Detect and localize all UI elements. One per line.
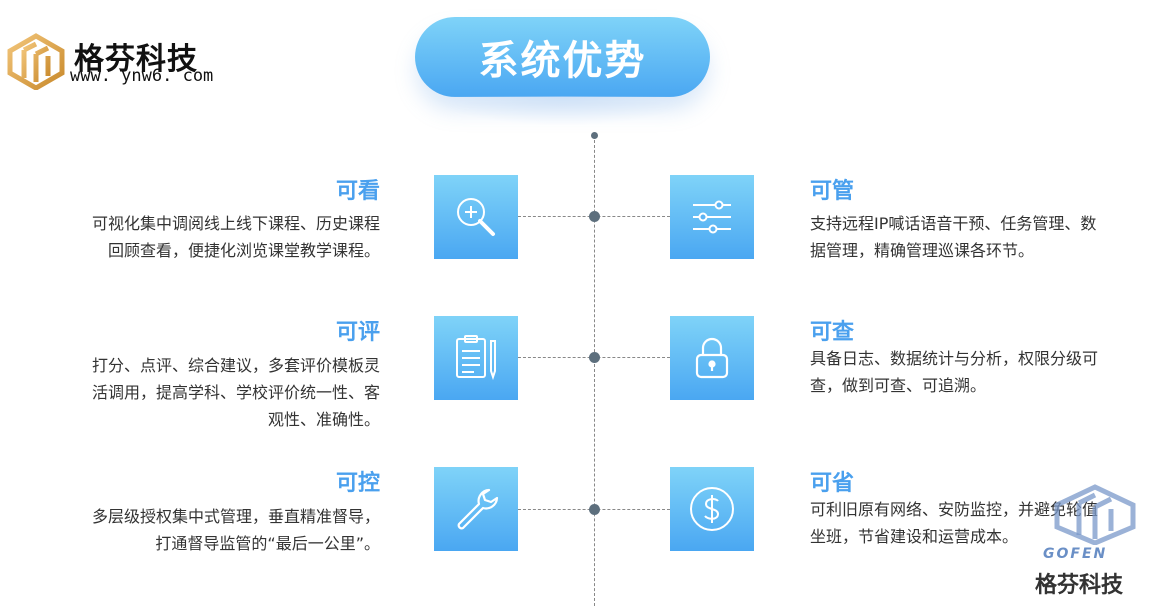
watermark-chinese: 格芬科技 [1035,573,1124,598]
feature-icon-box-save [670,467,754,551]
wrench-icon [457,488,499,530]
timeline-node-2 [589,352,600,363]
brand-url: www. ynw6. com [70,66,214,86]
sliders-icon [693,200,731,234]
watermark-english: GOFEN [1043,546,1108,562]
feature-desc-review: 打分、点评、综合建议，多套评价模板灵 活调用，提高学科、学校评价统一性、客 观性… [40,352,380,433]
feature-desc-line: 多层级授权集中式管理，垂直精准督导， [91,507,380,526]
feature-desc-line: 支持远程IP喊话语音干预、任务管理、数 [810,214,1097,233]
section-title: 系统优势 [415,17,710,97]
brand-name: 格芬科技 [74,42,198,77]
feature-icon-box-review [434,316,518,400]
magnifier-plus-icon [457,198,495,236]
watermark-logo: GOFEN 格芬科技 [1035,483,1150,603]
feature-desc-control: 多层级授权集中式管理，垂直精准督导， 打通督导监管的“最后一公里”。 [40,503,380,557]
feature-desc-view: 可视化集中调阅线上线下课程、历史课程 回顾查看，便捷化浏览课堂教学课程。 [40,210,380,264]
dollar-coin-icon [690,487,734,531]
feature-desc-line: 打分、点评、综合建议，多套评价模板灵 [91,356,380,375]
feature-desc-line: 查，做到可查、可追溯。 [810,376,987,395]
watermark-logo-icon [1054,484,1136,545]
brand-logo: 格芬科技 www. ynw6. com [2,28,242,98]
feature-desc-line: 打通督导监管的“最后一公里”。 [155,534,380,553]
feature-icon-box-control [434,467,518,551]
feature-title-save: 可省 [810,471,855,496]
feature-icon-box-audit [670,316,754,400]
feature-title-review: 可评 [335,320,380,345]
feature-desc-line: 具备日志、数据统计与分析，权限分级可 [810,349,1099,368]
feature-title-control: 可控 [335,471,380,496]
feature-desc-line: 坐班，节省建设和运营成本。 [810,527,1019,546]
feature-desc-line: 回顾查看，便捷化浏览课堂教学课程。 [107,241,380,260]
timeline-start-dot [591,132,598,139]
timeline-node-1 [589,211,600,222]
feature-desc-line: 据管理，精确管理巡课各环节。 [810,241,1035,260]
brand-logo-icon [7,33,65,90]
feature-title-view: 可看 [335,179,380,204]
padlock-icon [695,337,729,379]
feature-desc-manage: 支持远程IP喊话语音干预、任务管理、数 据管理，精确管理巡课各环节。 [810,210,1145,264]
title-glow [430,96,695,126]
feature-desc-audit: 具备日志、数据统计与分析，权限分级可 查，做到可查、可追溯。 [810,345,1145,399]
timeline-node-3 [589,504,600,515]
feature-icon-box-view [434,175,518,259]
feature-desc-line: 观性、准确性。 [267,410,380,429]
feature-desc-line: 活调用，提高学科、学校评价统一性、客 [91,383,380,402]
feature-title-audit: 可查 [810,320,855,345]
feature-desc-save: 可利旧原有网络、安防监控，并避免轮值 坐班，节省建设和运营成本。 [810,496,1145,550]
feature-desc-line: 可利旧原有网络、安防监控，并避免轮值 [810,500,1099,519]
feature-icon-box-manage [670,175,754,259]
feature-title-manage: 可管 [810,179,855,204]
timeline-line [594,135,595,606]
clipboard-pen-icon [456,335,496,381]
feature-desc-line: 可视化集中调阅线上线下课程、历史课程 [91,214,380,233]
